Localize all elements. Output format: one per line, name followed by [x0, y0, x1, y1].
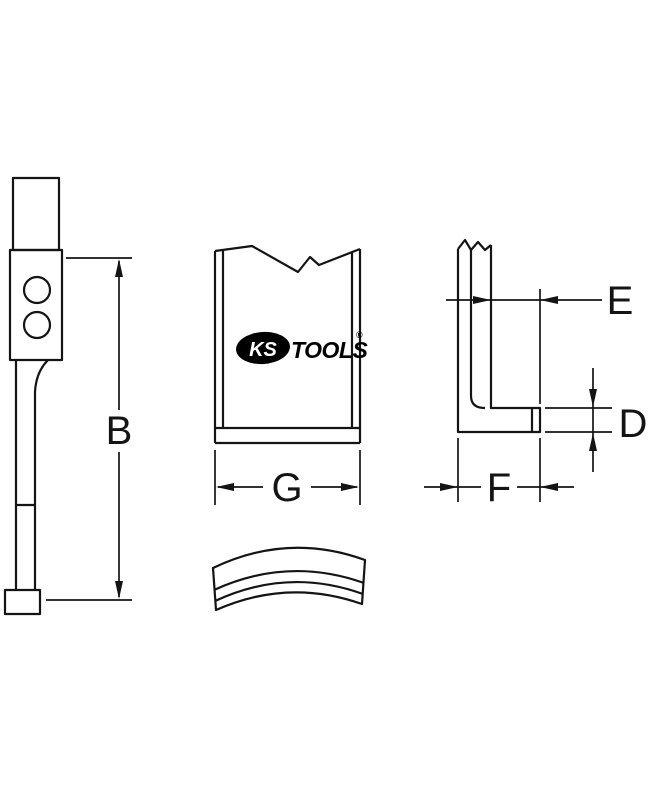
dimension-f: F: [424, 438, 574, 510]
dimension-label-b: B: [106, 409, 133, 453]
dimension-d: D: [545, 368, 647, 472]
profile-inner-line: [469, 249, 486, 410]
arrowhead-right: [440, 483, 458, 491]
arrowhead-down: [115, 581, 123, 599]
profile-outline: [456, 245, 542, 434]
dimension-label-d: D: [619, 402, 648, 446]
dimension-e: E: [446, 279, 633, 404]
upper-pivot-hole: [22, 275, 52, 305]
lower-pivot-hole: [22, 310, 52, 340]
logo-registered-mark: ®: [356, 330, 363, 340]
profile-view-leg: [456, 238, 542, 434]
dimension-g: G: [214, 450, 361, 510]
broken-edge-top: [214, 244, 361, 274]
hook-foot: [3, 588, 42, 616]
leg-head-upper-block: [11, 176, 61, 252]
front-view-leg: KS TOOLS ®: [213, 244, 369, 445]
arrowhead-left: [540, 483, 558, 491]
leg-shaft-right-edge: [33, 359, 49, 590]
leg-head-lower-block: [8, 248, 64, 362]
arrowhead-right: [341, 483, 359, 491]
logo-ks-text: KS: [249, 339, 277, 361]
cross-section-outline: [211, 546, 367, 612]
arrowhead-down: [589, 389, 597, 407]
broken-edge-top: [457, 238, 492, 252]
dimension-label-g: G: [271, 466, 302, 510]
hook-cross-section: [211, 546, 367, 612]
cross-section-inner-arc: [213, 569, 365, 591]
side-view-puller-leg: [3, 176, 64, 616]
dimension-b: B: [46, 257, 133, 601]
arrowhead-up: [115, 259, 123, 277]
ks-tools-logo: KS TOOLS ®: [236, 330, 369, 365]
dimension-label-e: E: [607, 279, 634, 323]
logo-oval: [236, 331, 290, 365]
cross-section-inner-arc: [214, 580, 364, 602]
logo-tools-text: TOOLS: [291, 337, 368, 363]
arrowhead-up: [589, 433, 597, 451]
arrowhead-left: [216, 483, 234, 491]
arrowhead-left: [540, 296, 558, 304]
dimension-label-f: F: [487, 466, 511, 510]
arrowhead-right: [473, 296, 491, 304]
